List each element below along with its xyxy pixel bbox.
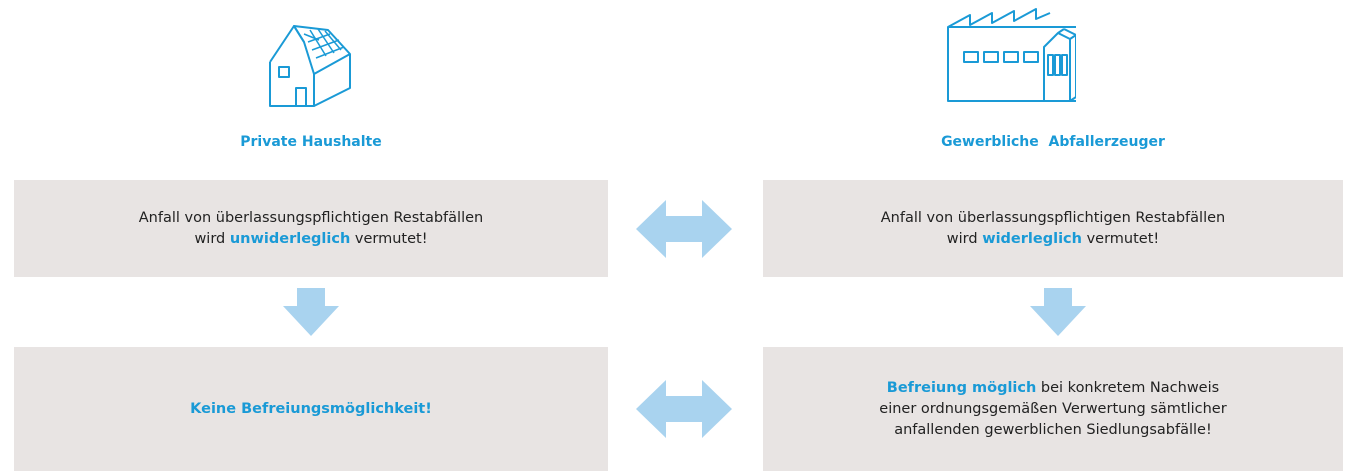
box-left-presumption-line2-post: vermutet! [350,230,428,247]
box-left-presumption-line2-pre: wird [194,230,230,247]
highlight-widerleglich: widerleglich [982,230,1082,247]
down-arrow-icon-right [1030,288,1086,336]
box-left-presumption-line1: Anfall von überlassungspflichtigen Resta… [138,209,484,226]
box-left-exemption: Keine Befreiungsmöglichkeit! [14,347,608,471]
highlight-unwiderleglich: unwiderleglich [229,230,351,247]
no-exemption-text: Keine Befreiungsmöglichkeit! [190,400,432,417]
factory-icon [944,5,1076,109]
box-right-exemption-line1-post: bei konkretem Nachweis [1036,379,1220,396]
highlight-befreiung-moeglich: Befreiung möglich [886,379,1037,396]
box-right-presumption-line1: Anfall von überlassungspflichtigen Resta… [880,209,1226,226]
box-right-exemption-line1: Befreiung möglich bei konkretem Nachweis [879,378,1226,399]
box-left-presumption: Anfall von überlassungspflichtigen Resta… [14,180,608,277]
house-with-solar-panel-icon [264,20,364,115]
down-arrow-icon-left [283,288,339,336]
box-right-presumption-line2-pre: wird [946,230,983,247]
box-right-presumption-line2: wird widerleglich vermutet! [881,229,1225,250]
double-arrow-icon-top [636,200,732,258]
box-right-exemption: Befreiung möglich bei konkretem Nachweis… [763,347,1343,471]
box-right-exemption-line3: anfallenden gewerblichen Siedlungsabfäll… [894,421,1212,438]
double-arrow-icon-bottom [636,380,732,438]
box-right-presumption: Anfall von überlassungspflichtigen Resta… [763,180,1343,277]
heading-commercial-waste-producers: Gewerbliche Abfallerzeuger [941,134,1165,150]
heading-private-households: Private Haushalte [240,134,382,150]
box-right-presumption-line2-post: vermutet! [1081,230,1160,247]
box-left-presumption-line2: wird unwiderleglich vermutet! [139,229,483,250]
box-right-exemption-line2: einer ordnungsgemäßen Verwertung sämtlic… [879,400,1227,417]
